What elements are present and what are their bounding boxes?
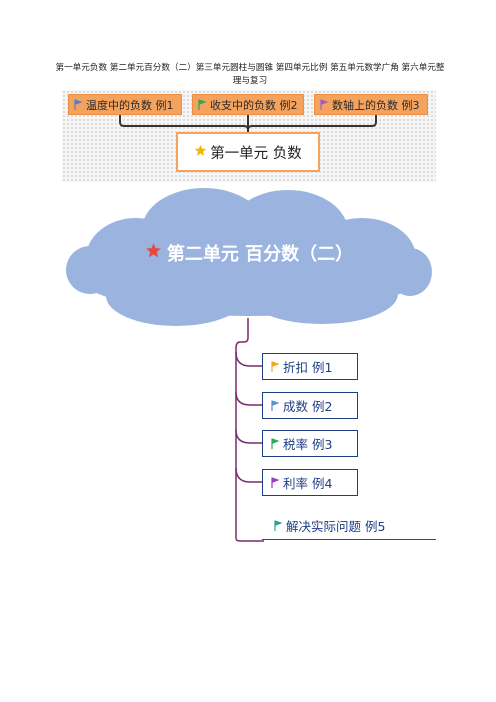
star-icon (194, 144, 207, 161)
subtopic-label: 成数 例2 (283, 399, 333, 414)
subtopic-negative-numberline[interactable]: 数轴上的负数 例3 (314, 94, 428, 115)
subtopic-percentage[interactable]: 成数 例2 (262, 392, 358, 419)
subtopic-discount[interactable]: 折扣 例1 (262, 353, 358, 380)
subtopic-label: 解决实际问题 例5 (286, 519, 386, 534)
cloud-title: 第二单元 百分数（二） (66, 240, 432, 266)
mind-map-unit1: 温度中的负数 例1 收支中的负数 例2 数轴上的负数 例3 第一单元 负数 (62, 90, 436, 182)
flag-icon (274, 520, 283, 531)
header-unit-list: 第一单元负数 第二单元百分数（二）第三单元圆柱与圆锥 第四单元比例 第五单元数学… (55, 63, 445, 86)
subtopic-problem-solving[interactable]: 解决实际问题 例5 (262, 512, 436, 540)
subtopic-label: 数轴上的负数 例3 (332, 98, 420, 112)
subtopic-label: 收支中的负数 例2 (210, 98, 298, 112)
star-icon (145, 242, 162, 264)
subtopic-negative-temperature[interactable]: 温度中的负数 例1 (68, 94, 182, 115)
subtopic-interest-rate[interactable]: 利率 例4 (262, 469, 358, 496)
subtopic-tax-rate[interactable]: 税率 例3 (262, 430, 358, 457)
flag-icon (271, 361, 280, 372)
main-topic-label: 第一单元 负数 (210, 145, 302, 162)
subtopic-label: 温度中的负数 例1 (86, 98, 174, 112)
main-topic-label: 第二单元 百分数（二） (166, 244, 354, 265)
map1-connectors (119, 115, 377, 132)
main-topic-unit2[interactable]: 第二单元 百分数（二） (66, 188, 432, 328)
cloud-shape (66, 188, 432, 326)
flag-icon (198, 99, 207, 110)
subtopic-label: 利率 例4 (283, 476, 333, 491)
flag-icon (74, 99, 83, 110)
subtopic-negative-income[interactable]: 收支中的负数 例2 (192, 94, 304, 115)
flag-icon (320, 99, 329, 110)
subtopic-label: 折扣 例1 (283, 360, 333, 375)
main-topic-unit1[interactable]: 第一单元 负数 (176, 132, 320, 172)
subtopic-label: 税率 例3 (283, 437, 333, 452)
flag-icon (271, 477, 280, 488)
flag-icon (271, 400, 280, 411)
flag-icon (271, 438, 280, 449)
